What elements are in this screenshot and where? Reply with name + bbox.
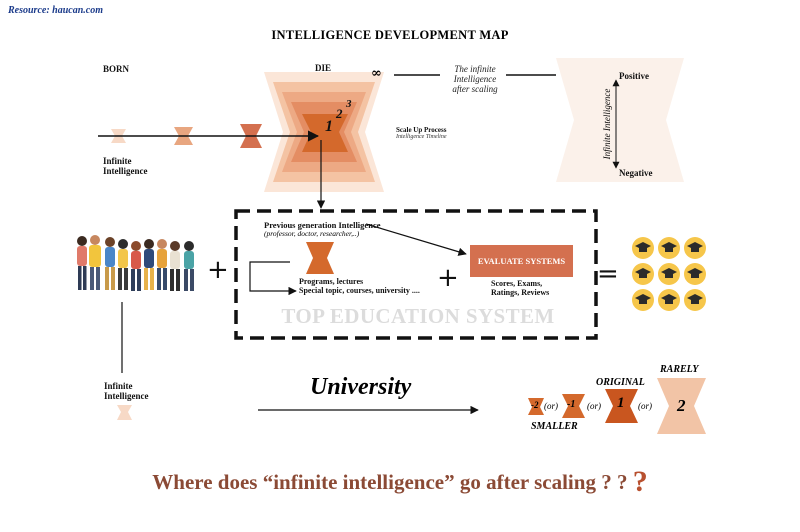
prev-gen-subtitle: (professor, doctor, researcher,..): [264, 229, 360, 238]
infinite-intelligence-label-bottom: Infinite Intelligence: [104, 381, 149, 401]
rarely-label: RARELY: [660, 364, 699, 375]
university-label: University: [310, 374, 412, 400]
or-3: (or): [638, 401, 652, 411]
equals-operator: =: [597, 259, 619, 289]
students-group: [77, 235, 194, 291]
size-minus2: -2: [531, 400, 539, 410]
graduates-grid: [632, 237, 706, 311]
education-system-label: TOP EDUCATION SYSTEM: [281, 304, 555, 328]
level-2: 2: [336, 106, 343, 121]
axis-positive: Positive: [619, 71, 649, 81]
level-3: 3: [346, 98, 352, 110]
scores-text: Scores, Exams, Ratings, Reviews: [491, 279, 550, 297]
infinite-intelligence-panel: [556, 58, 684, 182]
hourglass-tiny: [117, 405, 132, 420]
page-title: INTELLIGENCE DEVELOPMENT MAP: [271, 28, 509, 42]
size-two: 2: [677, 396, 686, 415]
hourglass-minus1: [562, 394, 585, 418]
prev-gen-title: Previous generation Intelligence: [264, 220, 381, 230]
infinite-intelligence-label-top: Infinite Intelligence: [103, 156, 148, 176]
education-system-frame: [234, 209, 598, 340]
infinity-symbol: ∞: [371, 66, 382, 81]
big-question-mark: ?: [632, 465, 648, 498]
size-minus1: -1: [567, 399, 576, 410]
hourglass-original: [605, 389, 638, 423]
size-one: 1: [617, 395, 625, 411]
scaling-note: The infinite Intelligence after scaling: [452, 64, 498, 94]
scale-up-subtitle: Intelligence Timeline: [396, 134, 447, 140]
or-2: (or): [587, 401, 601, 411]
original-label: ORIGINAL: [596, 377, 645, 388]
question-text: Where does “infinite intelligence” go af…: [152, 470, 628, 494]
smaller-label: SMALLER: [531, 421, 578, 432]
hourglass-minus2: [528, 398, 544, 415]
programs-text: Programs, lectures Special topic, course…: [299, 277, 420, 295]
level-1: 1: [325, 118, 333, 135]
or-1: (or): [544, 401, 558, 411]
to-evaluate-arrow: [365, 223, 467, 256]
axis-label: Infinite Intelligence: [602, 88, 612, 160]
scale-up-hourglass: [264, 72, 384, 192]
axis-negative: Negative: [619, 168, 653, 178]
closing-question: Where does “infinite intelligence” go af…: [0, 465, 800, 499]
bracket-arrow: [249, 261, 297, 296]
plus-operator-1: +: [207, 255, 229, 285]
plus-operator-2: +: [437, 263, 459, 293]
die-label: DIE: [315, 63, 332, 73]
resource-credit: Resource: haucan.com: [8, 5, 103, 16]
evaluate-systems-box: EVALUATE SYSTEMS: [470, 245, 573, 277]
hourglass-rarely: [657, 378, 706, 434]
scale-up-title: Scale Up Process: [396, 126, 447, 134]
born-label: BORN: [103, 64, 130, 74]
prev-gen-hourglass: [306, 242, 334, 274]
